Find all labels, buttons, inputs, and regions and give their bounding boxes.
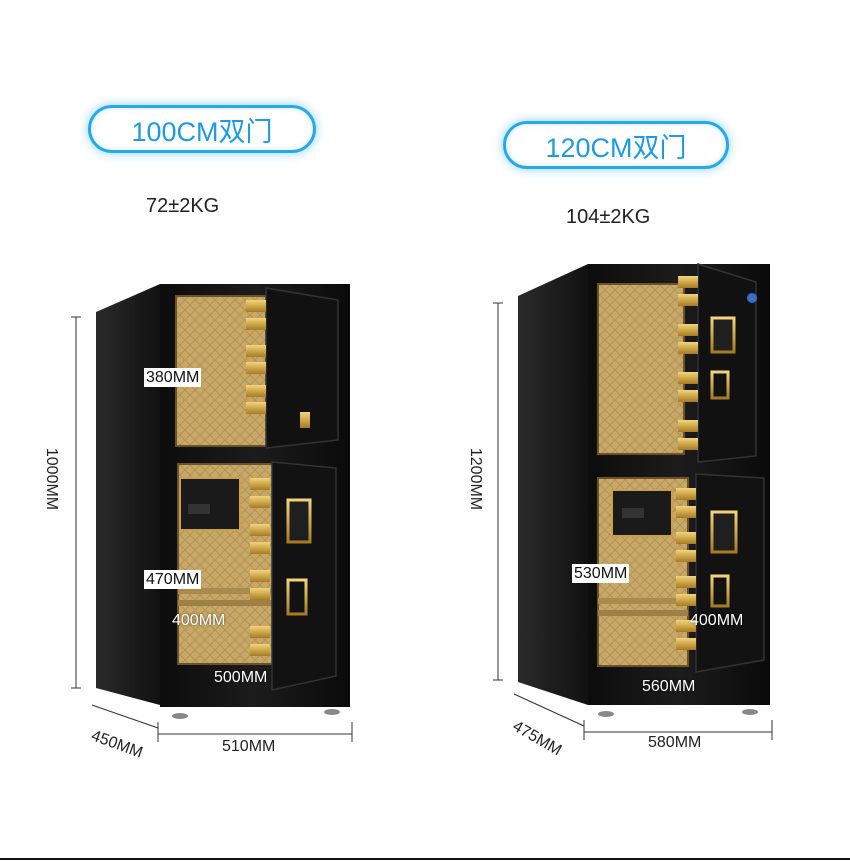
left-inner-width-label: 500MM: [214, 669, 268, 686]
right-model-title: 120CM双门: [545, 132, 687, 163]
right-weight: 104±2KG: [566, 206, 651, 228]
right-inner-depth-label: 400MM: [690, 612, 744, 629]
right-height-label: 1200MM: [467, 447, 485, 511]
left-width-label: 510MM: [222, 738, 276, 755]
left-lower-compartment-label: 470MM: [144, 570, 202, 589]
right-model-badge: 120CM双门: [503, 121, 729, 169]
right-inner-width-label: 560MM: [642, 678, 696, 695]
right-dimension-lines: [493, 302, 773, 740]
right-lower-compartment-label: 530MM: [572, 564, 630, 583]
left-model-badge: 100CM双门: [88, 105, 316, 153]
left-safe: [96, 284, 350, 719]
left-inner-depth-label: 400MM: [172, 612, 226, 629]
left-dimension-lines: [71, 316, 353, 742]
left-weight: 72±2KG: [146, 195, 220, 217]
right-width-label: 580MM: [648, 734, 702, 751]
left-upper-compartment-label: 380MM: [144, 368, 202, 387]
left-model-title: 100CM双门: [131, 116, 273, 147]
bottom-divider: [0, 858, 850, 860]
right-safe: [518, 262, 770, 717]
left-height-label: 1000MM: [43, 447, 61, 511]
